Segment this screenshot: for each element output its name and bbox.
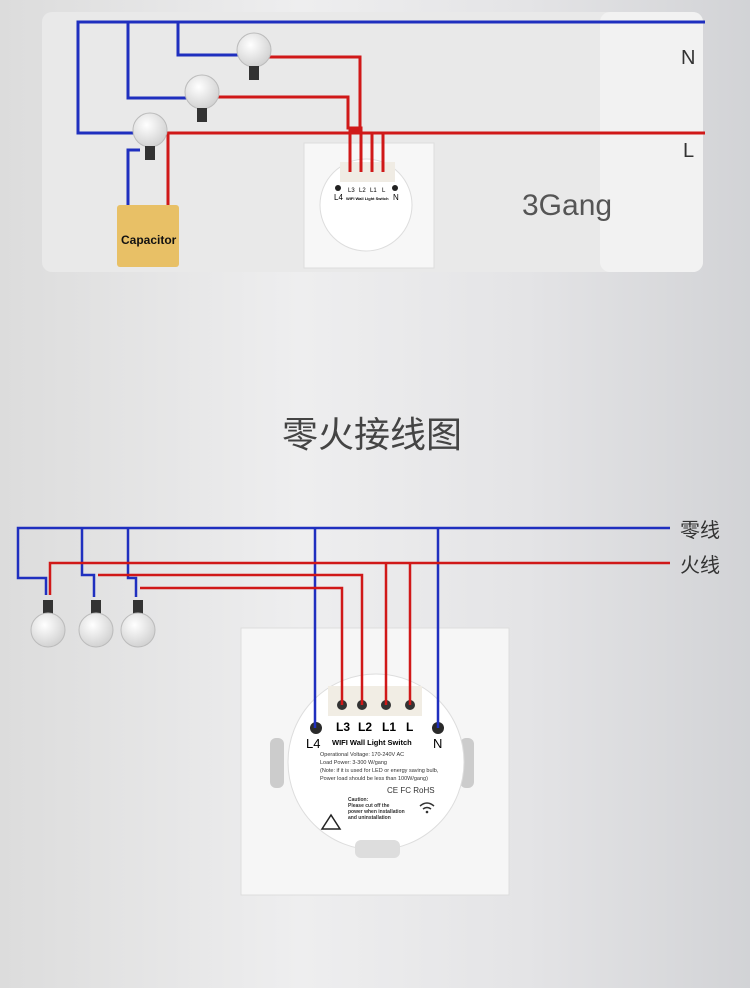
bottom-bulb-2-icon (78, 599, 114, 648)
bottom-bulb-3-icon (120, 599, 156, 648)
top-neutral-label: N (681, 47, 695, 69)
top-terminal-l3: L3 (348, 188, 355, 194)
top-panel: L4 N L3 L2 L1 L WIFI Wall Light Switch 3… (42, 12, 705, 272)
capacitor: Capacitor (117, 205, 179, 267)
top-terminal-l1: L1 (370, 188, 377, 194)
product-name: WIFI Wall Light Switch (332, 738, 412, 747)
capacitor-label: Capacitor (121, 233, 177, 247)
terminal-l2: L2 (358, 720, 372, 734)
caution-line: power when installation (348, 809, 405, 815)
top-switch-plate: L4 N L3 L2 L1 L WIFI Wall Light Switch (303, 142, 435, 269)
top-terminal-l2: L2 (359, 188, 366, 194)
top-terminal-l: L (382, 188, 386, 194)
terminal-l4: L4 (306, 736, 320, 751)
caution-line: Caution: (348, 797, 369, 803)
top-terminal-n: N (393, 193, 399, 202)
terminal-n: N (433, 736, 442, 751)
certifications: CE FC RoHS (387, 786, 435, 795)
neutral-wire-label: 零线 (680, 519, 720, 542)
spec-line: Operational Voltage: 170-240V AC (320, 752, 404, 758)
page-title: 零火接线图 (282, 414, 462, 455)
gang-label: 3Gang (522, 189, 612, 222)
terminal-l: L (406, 720, 413, 734)
live-wire-label: 火线 (680, 554, 720, 577)
bottom-bulb-1-icon (30, 599, 66, 648)
terminal-l3: L3 (336, 720, 350, 734)
bottom-wires (16, 526, 670, 728)
top-live-label: L (683, 140, 694, 162)
wifi-icon (419, 802, 435, 810)
terminal-l1: L1 (382, 720, 396, 734)
top-terminal-l4: L4 (334, 193, 343, 202)
spec-line: Load Power: 3-300 W/gang (320, 760, 387, 766)
top-product-name: WIFI Wall Light Switch (346, 196, 389, 201)
top-wires (76, 20, 705, 205)
caution-line: and uninstallation (348, 815, 391, 821)
bottom-switch-plate: L4 N L3 L2 L1 L WIFI Wall Light Switch O… (240, 627, 510, 896)
spec-line: (Note: if it is used for LED or energy s… (320, 768, 439, 774)
spec-line: Power load should be less than 100W/gang… (320, 776, 428, 782)
warning-icon (320, 813, 342, 830)
caution-line: Please cut off the (348, 803, 390, 809)
